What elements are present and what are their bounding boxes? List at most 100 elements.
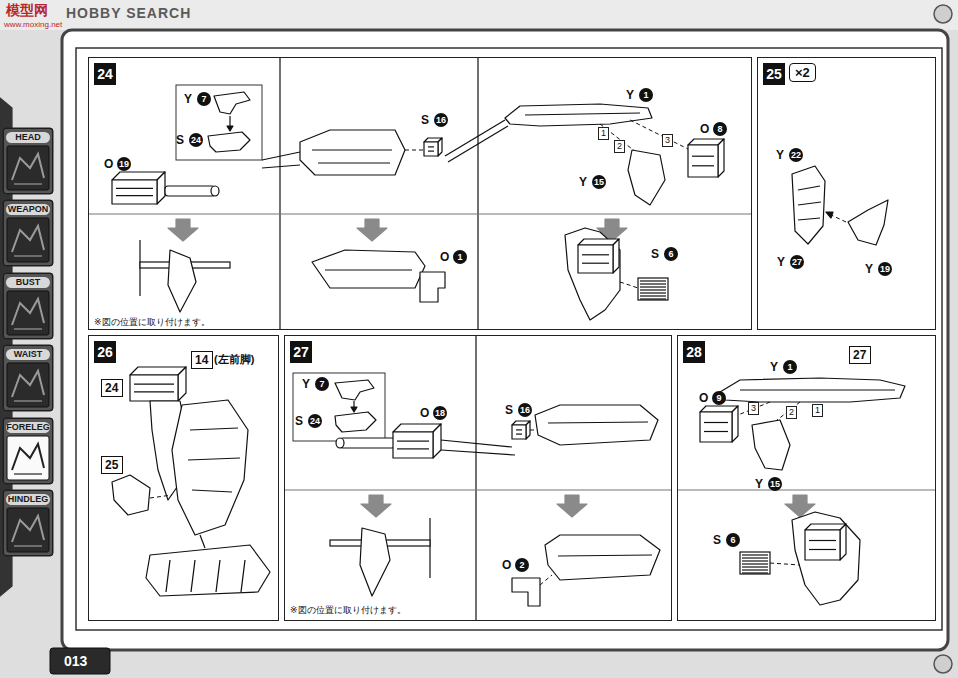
column-divider <box>477 57 478 330</box>
part-outline <box>545 535 660 580</box>
part-tree-letter: S <box>713 533 721 547</box>
vent-line <box>640 286 666 287</box>
step-reference-box: 24 <box>101 379 123 397</box>
leader-line <box>540 575 552 585</box>
tab-label: WAIST <box>6 349 50 360</box>
vent-line <box>742 566 768 567</box>
tab-icon <box>12 444 44 470</box>
vent-line <box>742 572 768 573</box>
part-tree-letter: S <box>651 247 659 261</box>
part-detail <box>190 428 238 430</box>
part-number: 9 <box>712 391 726 405</box>
step-number: 28 <box>683 341 705 363</box>
part-face <box>805 530 840 560</box>
part-detail <box>116 188 153 189</box>
part-number: 16 <box>434 113 448 127</box>
part-detail <box>558 555 652 556</box>
part-outline <box>792 166 825 244</box>
watermark: HOBBY SEARCH <box>66 5 191 21</box>
sequence-number: 2 <box>614 140 625 153</box>
watermark: 模型网 <box>6 2 48 18</box>
part-face <box>157 172 165 204</box>
part-tree-letter: O <box>700 122 709 136</box>
part-detail <box>692 165 714 166</box>
tab-icon <box>14 400 42 401</box>
row-divider <box>284 489 672 490</box>
part-face <box>393 432 433 458</box>
part-tree-letter: O <box>440 250 449 264</box>
inset-box <box>293 373 385 441</box>
corner-screw <box>934 5 952 23</box>
sequence-number: 1 <box>598 127 609 140</box>
step-reference-box: 25 <box>101 456 123 474</box>
leader-line <box>150 495 172 498</box>
section-tab: HINDLEG <box>3 490 53 556</box>
part-outline <box>360 528 390 596</box>
part-detail <box>582 263 609 264</box>
part-outline <box>146 545 270 596</box>
part-number: 1 <box>453 250 467 264</box>
vent-line <box>742 554 768 555</box>
part-outline <box>112 475 150 515</box>
part-outline <box>505 104 652 126</box>
part-outline <box>165 186 215 196</box>
part-detail <box>582 254 609 255</box>
leader-line <box>738 402 770 415</box>
tab-ground <box>3 273 53 339</box>
part-detail <box>809 540 836 541</box>
part-number: 7 <box>315 377 329 391</box>
part-number: 2 <box>515 558 529 572</box>
part-face <box>613 239 619 273</box>
sequence-number: 1 <box>812 404 823 417</box>
part-detail <box>318 162 390 163</box>
inset-box <box>176 85 262 160</box>
step-number: 26 <box>94 341 116 363</box>
column-divider <box>279 57 280 330</box>
tab-icon-box <box>7 218 49 262</box>
tab-ground <box>3 418 53 484</box>
note: ※図の位置に取り付けます。 <box>94 316 210 328</box>
sequence-number: 3 <box>662 134 673 147</box>
part-number: 27 <box>790 255 804 269</box>
section-tab: HEAD <box>3 128 53 194</box>
part-face <box>130 367 186 375</box>
vent-line <box>640 295 666 296</box>
step-arrow <box>557 495 587 517</box>
part-outline <box>429 518 430 578</box>
part-outline <box>211 186 219 196</box>
part-face <box>718 139 724 177</box>
part-tree-letter: Y <box>770 360 778 374</box>
vent-line <box>742 560 768 561</box>
part-detail <box>397 448 429 449</box>
section-tab: WEAPON <box>3 200 53 266</box>
part-face <box>688 145 718 177</box>
part-number: 19 <box>117 157 131 171</box>
part-face <box>578 239 619 245</box>
tab-icon <box>14 545 42 546</box>
part-detail <box>325 269 412 270</box>
part-tree-letter: Y <box>626 88 634 102</box>
tab-icon <box>12 154 44 180</box>
vent-part <box>638 278 668 300</box>
part-number: 19 <box>878 262 892 276</box>
part-outline <box>848 200 888 245</box>
step-reference: 27 <box>853 347 867 363</box>
tab-icon <box>12 371 44 397</box>
part-face <box>112 172 165 180</box>
part-detail <box>192 490 232 492</box>
vent-line <box>640 280 666 281</box>
part-number: 16 <box>518 403 532 417</box>
section-tab: WAIST <box>3 345 53 411</box>
part-number: 7 <box>197 92 211 106</box>
part-number: 6 <box>664 247 678 261</box>
part-face <box>578 245 613 273</box>
tab-icon <box>14 473 42 474</box>
quantity-box: ×2 <box>789 63 816 82</box>
tab-ground <box>3 200 53 266</box>
part-detail <box>798 218 820 220</box>
part-detail <box>740 389 895 390</box>
part-outline <box>300 130 405 175</box>
tab-ground <box>3 490 53 556</box>
